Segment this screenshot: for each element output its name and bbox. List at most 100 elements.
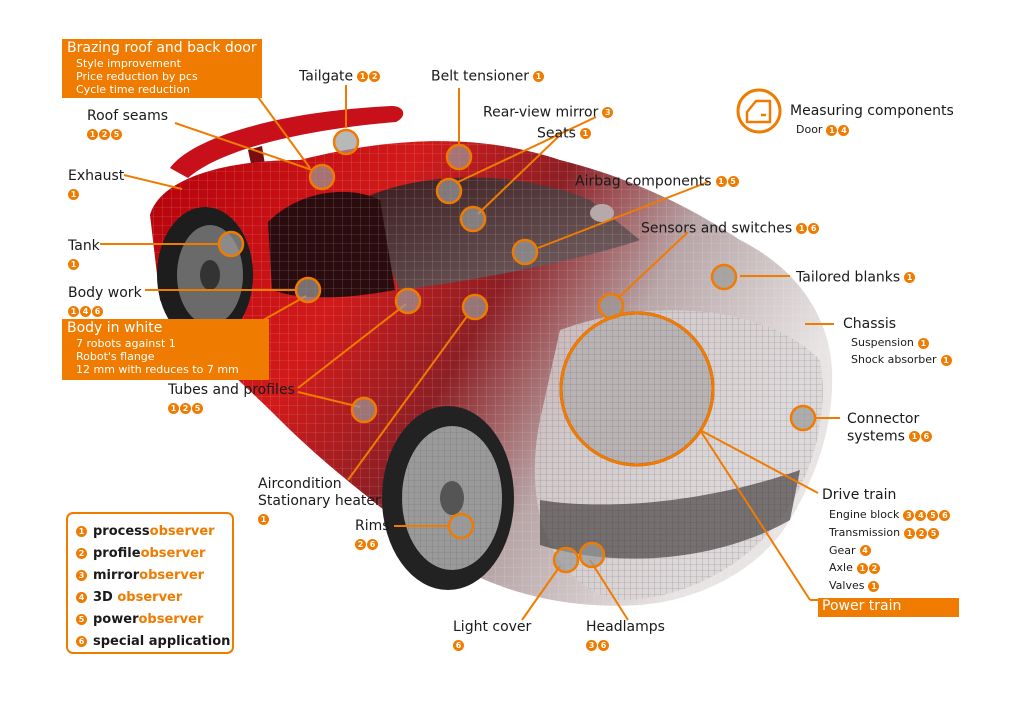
observer-number-badge: 1	[826, 124, 838, 136]
observer-numbers: 1	[904, 269, 916, 286]
observer-number-badge: 5	[192, 402, 203, 414]
observer-number-badge: 6	[453, 639, 464, 651]
observer-number-badge: 3	[586, 639, 597, 651]
observer-number-badge: 6	[598, 639, 609, 651]
observer-number-badge: 5	[727, 175, 739, 187]
observer-number-badge: 6	[76, 636, 87, 647]
observer-number-badge: 1	[868, 580, 880, 592]
label-drive-train: Drive train	[822, 487, 897, 503]
biw-item: 7 robots against 1	[76, 337, 176, 350]
observer-number-badge: 1	[940, 354, 952, 366]
observer-number-badge: 4	[80, 305, 91, 317]
observer-number-badge: 3	[903, 509, 915, 521]
observer-number-badge: 1	[856, 563, 868, 574]
observer-numbers: 1	[868, 577, 880, 595]
observer-number-badge: 1	[76, 526, 87, 537]
observer-number-badge: 1	[917, 337, 929, 349]
leader-lines	[100, 85, 840, 621]
observer-number-badge: 1	[258, 513, 269, 525]
observer-number-badge: 1	[908, 430, 920, 442]
observer-number-badge: 2	[916, 527, 928, 539]
observer-number-badge: 6	[939, 509, 951, 521]
brazing-title: Brazing roof and back door	[67, 40, 257, 56]
observer-numbers: 1	[68, 256, 100, 273]
biw-item: 12 mm with reduces to 7 mm	[76, 363, 239, 376]
observer-numbers: 1	[940, 352, 953, 368]
observer-number-badge: 5	[928, 527, 940, 539]
observer-number-badge: 1	[168, 402, 179, 414]
observer-number-badge: 1	[68, 188, 79, 200]
observer-numbers: 6	[453, 637, 531, 654]
observer-number-badge: 5	[111, 128, 122, 140]
observer-number-badge: 4	[859, 545, 871, 557]
observer-number-badge: 3	[602, 106, 614, 118]
observer-number-badge: 2	[99, 128, 110, 140]
observer-number-badge: 1	[579, 127, 591, 139]
power-train-bar: Power train	[818, 598, 959, 617]
observer-number-badge: 5	[76, 614, 87, 625]
label-aircondition: Aircondition Stationary heater 1	[258, 476, 381, 528]
brazing-box: Brazing roof and back door Style improve…	[62, 39, 262, 98]
observer-number-badge: 4	[915, 509, 927, 521]
hotspot-markers	[217, 128, 817, 574]
observer-number-badge: 1	[357, 70, 369, 82]
brazing-item: Style improvement	[76, 57, 181, 70]
observer-number-badge: 5	[927, 509, 939, 521]
observer-numbers: 1	[258, 511, 381, 528]
observer-number-badge: 6	[920, 430, 932, 442]
observer-numbers: 4	[859, 542, 872, 560]
label-chassis: Chassis	[843, 316, 896, 332]
observer-numbers: 1	[68, 186, 124, 203]
observer-number-badge: 1	[904, 271, 916, 283]
observer-numbers: 3	[602, 104, 614, 121]
biw-title: Body in white	[67, 320, 163, 336]
rear-spoiler	[170, 106, 404, 178]
brazing-item: Cycle time reduction	[76, 83, 191, 96]
front-wheel	[382, 406, 514, 590]
observer-number-badge: 6	[808, 222, 820, 234]
observer-number-badge: 4	[76, 592, 87, 603]
observer-number-badge: 1	[796, 222, 808, 234]
observer-number-badge: 3	[76, 570, 87, 581]
observer-numbers: 1	[917, 335, 930, 351]
body-in-white-box: Body in white 7 robots against 1 Robot's…	[62, 319, 269, 380]
observer-numbers: 1	[533, 68, 545, 85]
